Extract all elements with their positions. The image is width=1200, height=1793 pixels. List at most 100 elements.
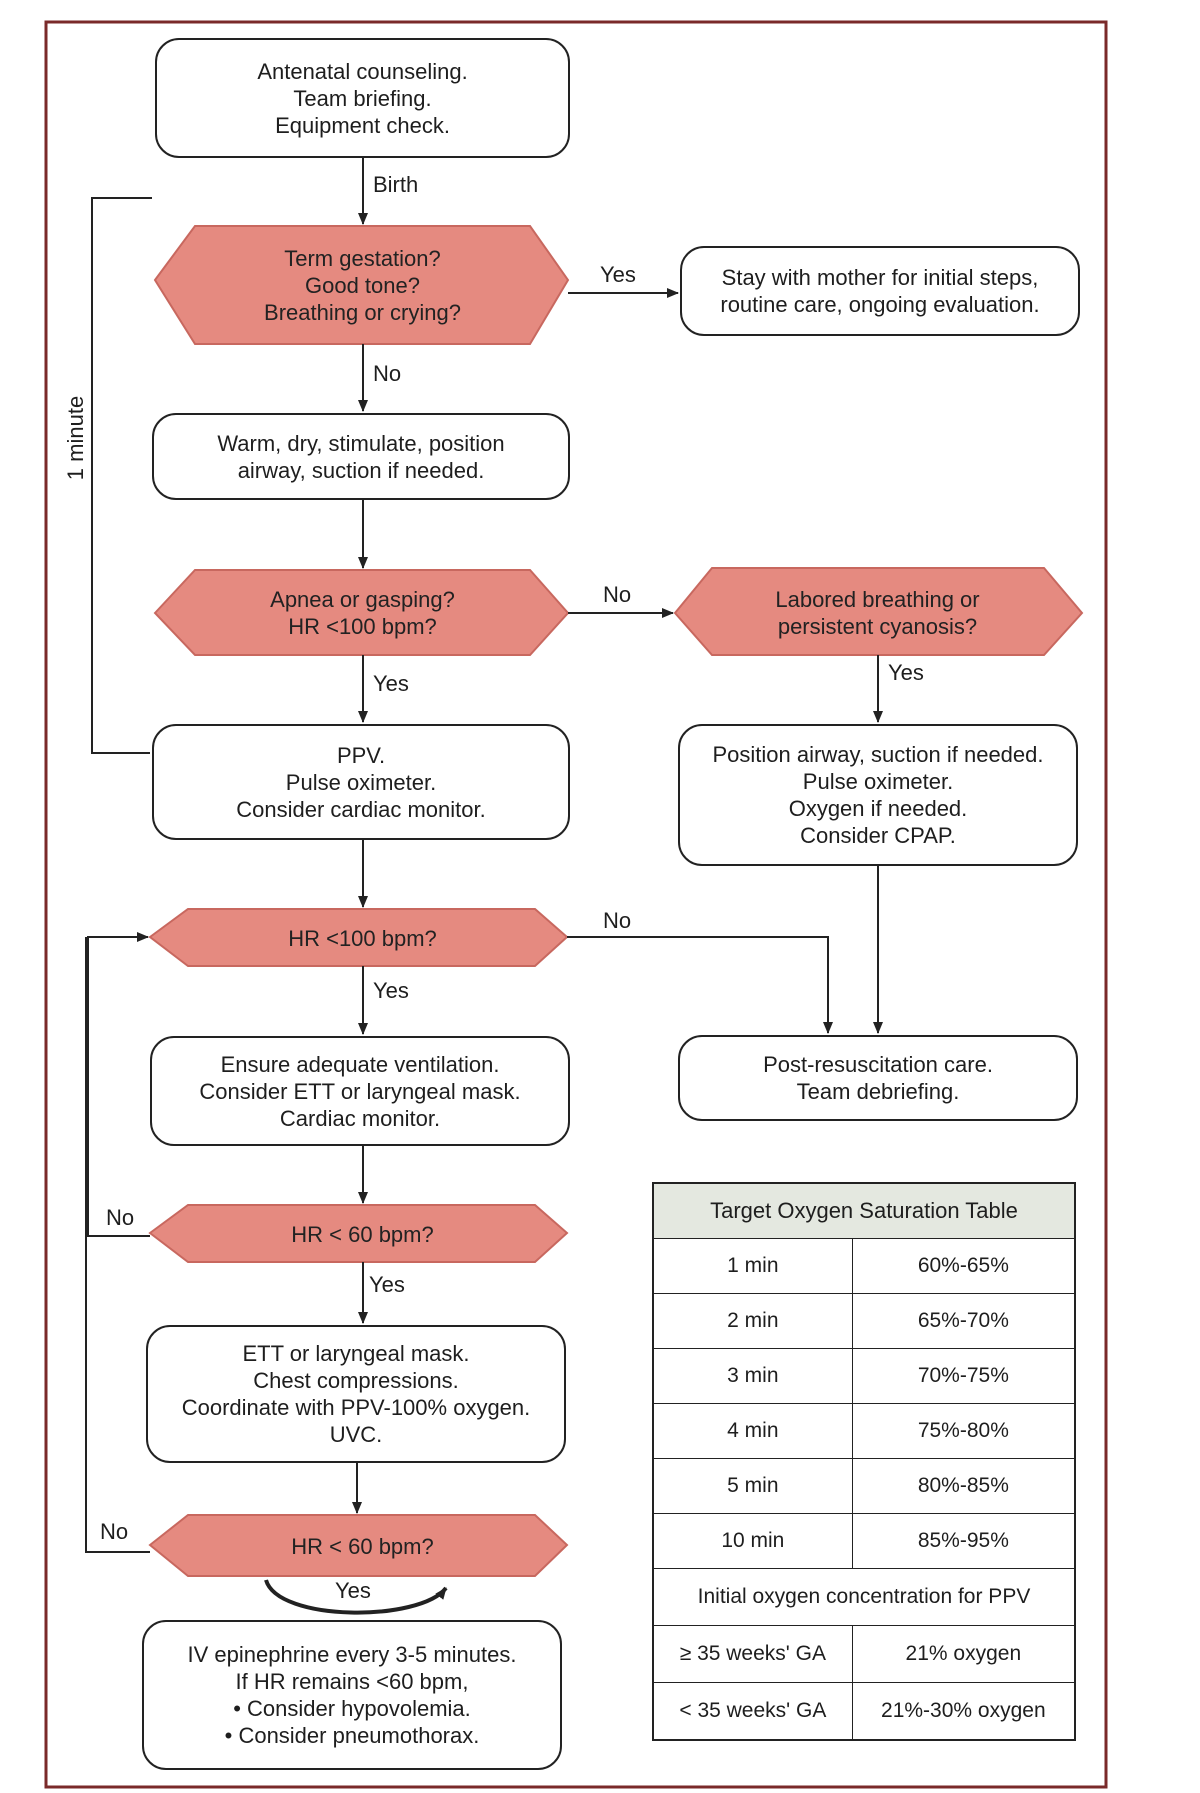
iv-epinephrine-box: IV epinephrine every 3-5 minutes. If HR … [142, 1620, 562, 1770]
label-one-minute: 1 minute [63, 395, 88, 481]
position-line-1: Position airway, suction if needed. [712, 742, 1044, 767]
label-yes-apnea: Yes [373, 671, 409, 696]
table-cell-saturation: 80%-85% [851, 1458, 1076, 1514]
table-row: 5 min 80%-85% [652, 1458, 1076, 1514]
label-yes-hr100: Yes [373, 978, 409, 1003]
term-line-1: Term gestation? [284, 245, 441, 271]
hr60-first-hexagon [148, 1204, 569, 1263]
ppv-box: PPV. Pulse oximeter. Consider cardiac mo… [152, 724, 570, 840]
ensure-line-3: Cardiac monitor. [279, 1105, 441, 1131]
ppv-line-2: Pulse oximeter. [285, 769, 437, 795]
table-cell-time: 10 min [652, 1513, 853, 1569]
outer-frame [44, 20, 1108, 1789]
one-minute-bracket [91, 197, 152, 754]
apnea-decision: Apnea or gasping? HR <100 bpm? [190, 575, 535, 651]
hr60-first-decision: HR < 60 bpm? [190, 1209, 535, 1259]
table-cell-saturation: 85%-95% [851, 1513, 1076, 1569]
ensure-line-2: Consider ETT or laryngeal mask. [199, 1078, 521, 1104]
table-cell-time: 5 min [652, 1458, 853, 1514]
term-line-3: Breathing or crying? [264, 299, 461, 325]
labored-line-2: persistent cyanosis? [777, 614, 978, 639]
target-oxygen-saturation-table: Target Oxygen Saturation Table 1 min 60%… [652, 1182, 1076, 1741]
position-line-3: Oxygen if needed. [788, 796, 968, 821]
ett-line-1: ETT or laryngeal mask. [242, 1341, 470, 1366]
table-cell-time: 2 min [652, 1293, 853, 1349]
term-gestation-decision: Term gestation? Good tone? Breathing or … [190, 236, 535, 334]
label-yes-term: Yes [600, 262, 636, 287]
antenatal-line-2: Team briefing. [293, 85, 432, 111]
table-cell-time: 1 min [652, 1238, 853, 1294]
antenatal-line-3: Equipment check. [275, 112, 450, 138]
antenatal-box: Antenatal counseling. Team briefing. Equ… [155, 38, 570, 158]
table-subheader-row: Initial oxygen concentration for PPV [652, 1568, 1076, 1626]
ett-line-4: UVC. [329, 1422, 383, 1447]
hr60a-line-1: HR < 60 bpm? [291, 1221, 434, 1247]
stay-line-1: Stay with mother for initial steps, [721, 265, 1039, 290]
apnea-line-2: HR <100 bpm? [288, 614, 437, 639]
arrow-hr100-no-to-post [567, 936, 833, 1034]
ppv-line-1: PPV. [336, 742, 386, 768]
loop-hr60b-no-back [85, 937, 150, 1553]
table-row: 3 min 70%-75% [652, 1348, 1076, 1404]
labored-breathing-decision: Labored breathing or persistent cyanosis… [705, 575, 1050, 651]
position-line-4: Consider CPAP. [800, 823, 956, 848]
hr60b-line-1: HR < 60 bpm? [291, 1533, 434, 1559]
term-line-2: Good tone? [305, 272, 420, 298]
post-line-1: Post-resuscitation care. [763, 1052, 993, 1077]
post-resuscitation-box: Post-resuscitation care. Team debriefing… [678, 1035, 1078, 1121]
label-yes-hr60a: Yes [369, 1272, 405, 1297]
table-cell-saturation: 65%-70% [851, 1293, 1076, 1349]
label-no-apnea: No [603, 582, 632, 607]
table-header-row: Target Oxygen Saturation Table [652, 1182, 1076, 1239]
iv-line-2: If HR remains <60 bpm, [235, 1669, 469, 1694]
table-cell-oxygen: 21% oxygen [851, 1625, 1076, 1683]
labored-line-1: Labored breathing or [775, 587, 980, 612]
table-row: < 35 weeks' GA 21%-30% oxygen [652, 1682, 1076, 1741]
hr60-second-decision: HR < 60 bpm? [190, 1520, 535, 1572]
warm-line-2: airway, suction if needed. [237, 457, 485, 483]
label-birth: Birth [373, 172, 419, 197]
label-no-hr60b: No [100, 1519, 129, 1544]
warm-line-1: Warm, dry, stimulate, position [217, 430, 505, 456]
table-cell-saturation: 75%-80% [851, 1403, 1076, 1459]
post-line-2: Team debriefing. [796, 1079, 960, 1104]
table-cell-ga: ≥ 35 weeks' GA [652, 1625, 853, 1683]
warm-dry-box: Warm, dry, stimulate, position airway, s… [152, 413, 570, 500]
labored-hexagon [673, 567, 1084, 656]
table-row: 10 min 85%-95% [652, 1513, 1076, 1569]
table-subheader: Initial oxygen concentration for PPV [652, 1568, 1076, 1626]
label-yes-hr60b: Yes [335, 1578, 371, 1603]
ensure-line-1: Ensure adequate ventilation. [220, 1051, 500, 1077]
table-row: 1 min 60%-65% [652, 1238, 1076, 1294]
table-cell-time: 3 min [652, 1348, 853, 1404]
ett-compressions-box: ETT or laryngeal mask. Chest compression… [146, 1325, 566, 1463]
table-cell-time: 4 min [652, 1403, 853, 1459]
label-no-hr100: No [603, 908, 632, 933]
antenatal-line-1: Antenatal counseling. [257, 58, 468, 84]
loop-hr60a-no-back [87, 932, 150, 1237]
table-cell-saturation: 70%-75% [851, 1348, 1076, 1404]
arrow-hr60b-yes-curve [264, 1579, 448, 1615]
hr60-second-hexagon [148, 1514, 569, 1577]
table-cell-oxygen: 21%-30% oxygen [851, 1682, 1076, 1741]
label-yes-labored: Yes [888, 660, 924, 685]
table-cell-ga: < 35 weeks' GA [652, 1682, 853, 1741]
hr100-line-1: HR <100 bpm? [288, 925, 437, 951]
decision-shapes [148, 225, 1084, 1577]
table-row: 2 min 65%-70% [652, 1293, 1076, 1349]
stay-line-2: routine care, ongoing evaluation. [720, 292, 1040, 317]
ett-line-2: Chest compressions. [253, 1368, 459, 1393]
label-no-term: No [373, 361, 402, 386]
stay-with-mother-box: Stay with mother for initial steps, rout… [680, 246, 1080, 336]
iv-line-4: • Consider pneumothorax. [224, 1723, 480, 1748]
apnea-line-1: Apnea or gasping? [270, 587, 455, 612]
iv-line-1: IV epinephrine every 3-5 minutes. [187, 1642, 517, 1667]
iv-line-3: • Consider hypovolemia. [233, 1696, 471, 1721]
position-airway-box: Position airway, suction if needed. Puls… [678, 724, 1078, 866]
hr100-decision: HR <100 bpm? [190, 913, 535, 963]
ensure-ventilation-box: Ensure adequate ventilation. Consider ET… [150, 1036, 570, 1146]
table-cell-saturation: 60%-65% [851, 1238, 1076, 1294]
table-row: ≥ 35 weeks' GA 21% oxygen [652, 1625, 1076, 1683]
table-row: 4 min 75%-80% [652, 1403, 1076, 1459]
